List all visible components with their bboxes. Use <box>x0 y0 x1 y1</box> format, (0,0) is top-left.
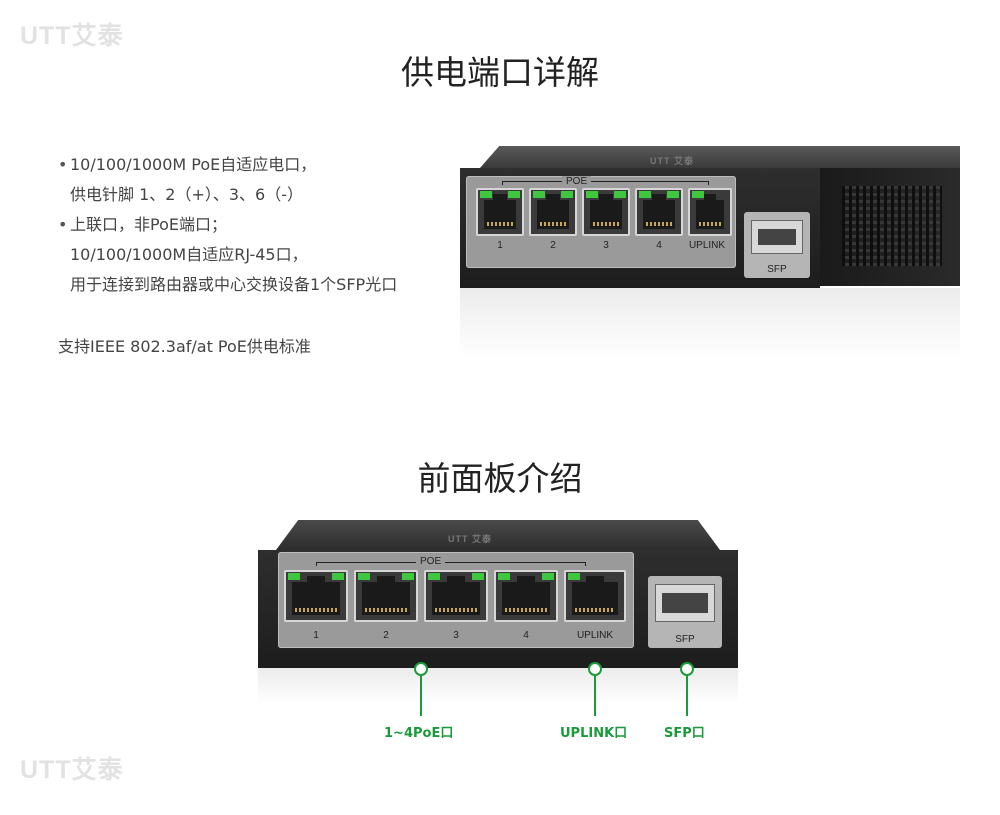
callout-line-poe <box>420 676 422 716</box>
port-label-4: 4 <box>656 240 662 251</box>
sfp-port[interactable]: SFP <box>744 212 810 278</box>
port-label-3: 3 <box>603 240 609 251</box>
port-label-uplink: UPLINK <box>688 240 726 251</box>
sfp-label: SFP <box>675 634 695 645</box>
spec-line: 用于连接到路由器或中心交换设备1个SFP光口 <box>58 270 397 300</box>
spec-standard: 支持IEEE 802.3af/at PoE供电标准 <box>58 337 311 356</box>
spec-line: •10/100/1000M PoE自适应电口， <box>58 150 397 180</box>
rj45-port-4[interactable] <box>635 188 683 236</box>
callout-dot-sfp <box>680 662 694 676</box>
port-panel: POE 1 2 3 4 UPLINK <box>278 552 634 648</box>
bullet: • <box>58 215 68 234</box>
spec-line: 10/100/1000M自适应RJ-45口， <box>58 240 397 270</box>
watermark-bottom: UTT艾泰 <box>20 756 124 784</box>
rj45-port-uplink[interactable] <box>564 570 626 622</box>
switch-logo: UTT 艾泰 <box>448 534 492 544</box>
rj45-port-4[interactable] <box>494 570 558 622</box>
callout-label-poe: 1~4PoE口 <box>384 726 454 741</box>
sfp-port[interactable]: SFP <box>648 576 722 648</box>
rj45-port-1[interactable] <box>284 570 348 622</box>
callout-dot-poe <box>414 662 428 676</box>
port-label-3: 3 <box>453 630 459 641</box>
callout-line-uplink <box>594 676 596 716</box>
spec-text: 10/100/1000M PoE自适应电口， <box>70 155 317 174</box>
poe-label: POE <box>562 176 592 187</box>
spec-text: 供电针脚 1、2（+）、3、6（-） <box>70 185 303 204</box>
watermark-top: UTT艾泰 <box>20 22 124 50</box>
rj45-port-3[interactable] <box>582 188 630 236</box>
callout-label-sfp: SFP口 <box>664 726 705 741</box>
port-label-1: 1 <box>313 630 319 641</box>
rj45-port-2[interactable] <box>354 570 418 622</box>
port-label-2: 2 <box>383 630 389 641</box>
spec-text: 上联口，非PoE端口； <box>70 215 227 234</box>
port-label-uplink: UPLINK <box>576 630 614 641</box>
callout-label-uplink: UPLINK口 <box>560 726 628 741</box>
switch-image-front: UTT 艾泰 POE 1 2 3 4 UPLINK SFP <box>258 520 738 705</box>
rj45-port-uplink[interactable] <box>688 188 732 236</box>
callout-dot-uplink <box>588 662 602 676</box>
section-title-power-ports: 供电端口详解 <box>401 53 599 92</box>
section-title-front-panel: 前面板介绍 <box>417 459 583 498</box>
spec-line: •上联口，非PoE端口； <box>58 210 397 240</box>
port-label-1: 1 <box>497 240 503 251</box>
rj45-port-2[interactable] <box>529 188 577 236</box>
spec-text: 用于连接到路由器或中心交换设备1个SFP光口 <box>70 275 398 294</box>
port-label-4: 4 <box>523 630 529 641</box>
port-panel: POE 1 2 3 4 UPLINK <box>466 176 736 268</box>
spec-text: 10/100/1000M自适应RJ-45口， <box>70 245 308 264</box>
rj45-port-1[interactable] <box>476 188 524 236</box>
sfp-label: SFP <box>767 264 787 275</box>
spec-list: •10/100/1000M PoE自适应电口， 供电针脚 1、2（+）、3、6（… <box>58 150 397 362</box>
spec-line: 供电针脚 1、2（+）、3、6（-） <box>58 180 397 210</box>
switch-logo: UTT 艾泰 <box>650 156 694 166</box>
bullet: • <box>58 155 68 174</box>
rj45-port-3[interactable] <box>424 570 488 622</box>
port-label-2: 2 <box>550 240 556 251</box>
poe-label: POE <box>416 556 446 567</box>
switch-image-top: UTT 艾泰 POE 1 2 3 4 UPLINK SFP <box>460 146 960 361</box>
callout-line-sfp <box>686 676 688 716</box>
